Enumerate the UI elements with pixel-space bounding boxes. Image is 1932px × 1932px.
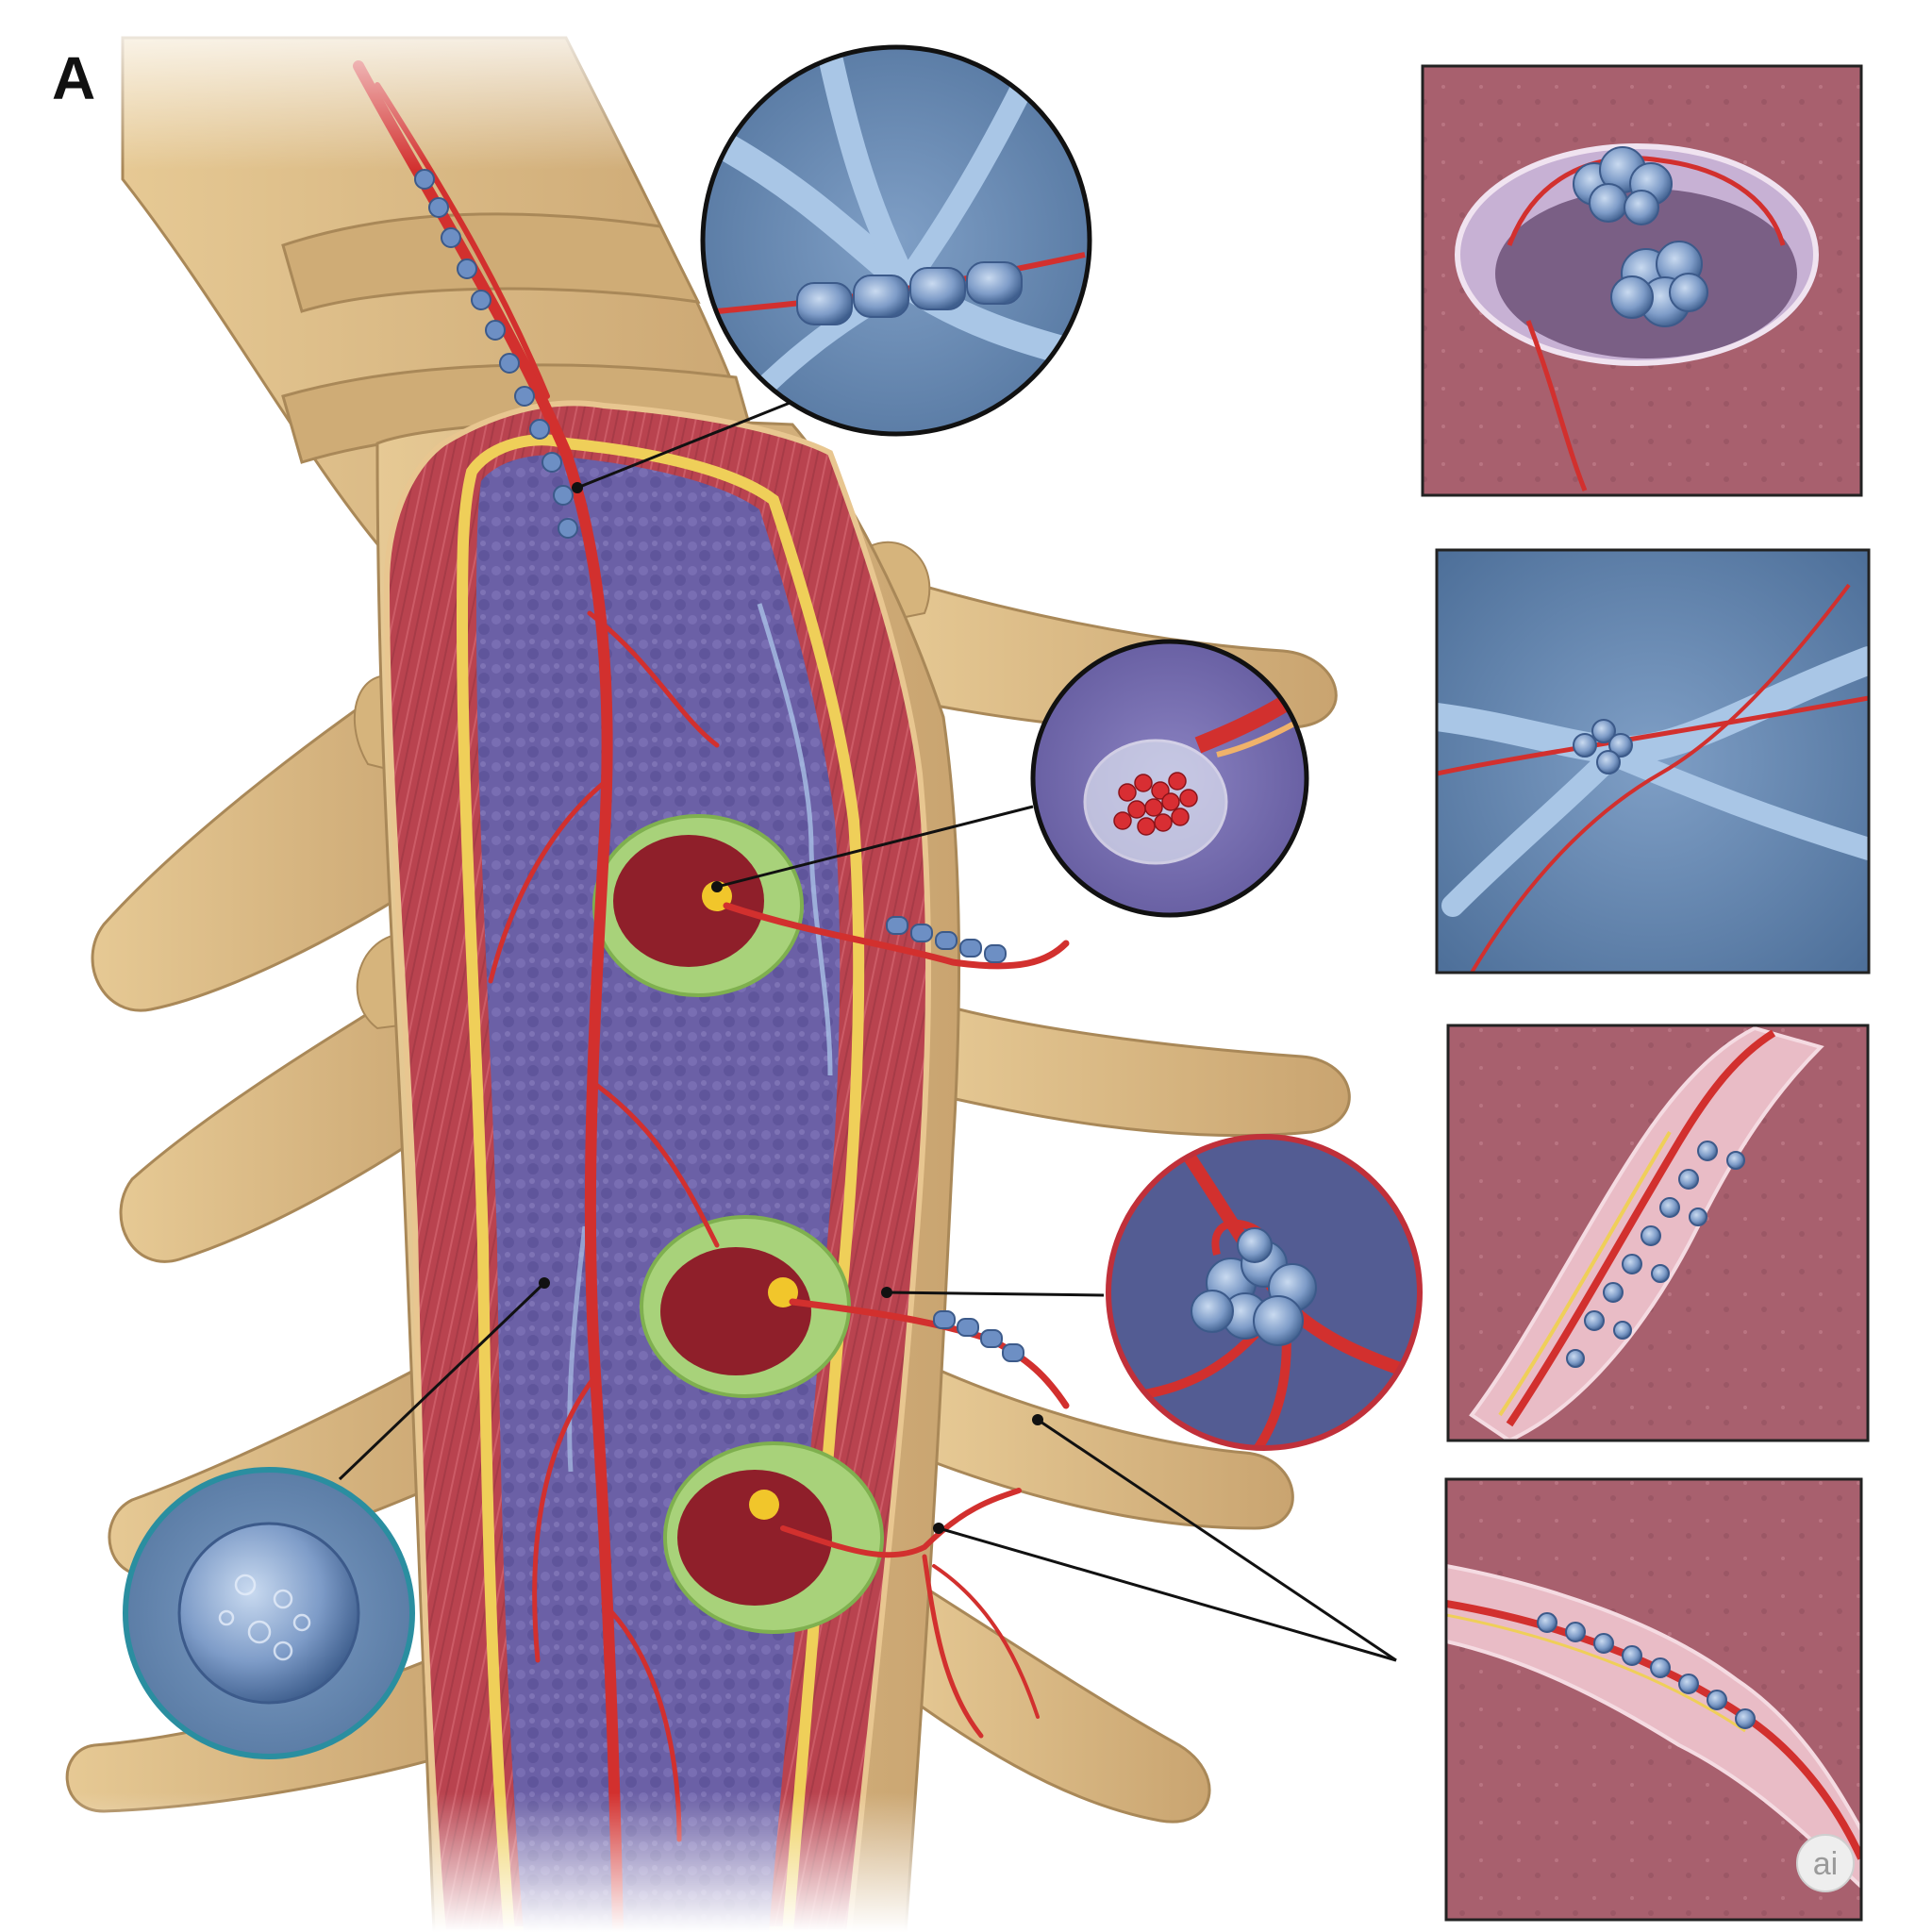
process-left-2 [119,959,483,1263]
vessel-branch-2 [488,780,607,984]
vessel-branch-1 [587,610,720,748]
callout-5a [938,1526,1397,1662]
fiber-right [757,603,833,1076]
vessels [353,60,1070,1932]
vessel-branch-3 [593,1082,720,1248]
inset-circle-2 [1030,639,1309,918]
lesion-3 [663,1441,884,1634]
marrow-core [476,455,841,1932]
vessel-lesion-3c [932,1564,1040,1719]
vessel-lesion-3 [780,1488,1022,1558]
panel-label: A [52,44,95,112]
inset-square-4 [1444,1477,1863,1922]
callout-2 [716,805,1034,889]
inset-square-2 [1435,548,1871,974]
callout-3 [886,1291,1105,1297]
cell-chain-top [414,169,578,539]
inset-circle-3 [1106,1134,1423,1451]
vertebra-ring-1 [281,212,701,313]
lesion-1 [592,814,804,997]
process-right-3 [932,1365,1294,1530]
cell-chains [414,169,1024,1362]
vessel-lesion-1 [723,902,1070,970]
fiber-left [567,1225,588,1473]
inset-square-3 [1446,1024,1870,1442]
process-right-2 [923,997,1351,1138]
watermark: ai [1796,1834,1855,1892]
vessel-main [353,60,624,1932]
vessel-lesion-2 [789,1298,1070,1409]
watermark-text: ai [1813,1846,1838,1882]
callout-4 [338,1281,546,1481]
cutaway [383,400,932,1932]
callout-dots [539,482,1043,1534]
fade-bottom [0,1792,1000,1932]
inset-circle-4 [123,1467,415,1759]
inset-square-1 [1421,64,1863,497]
vessel-branch-4 [532,1374,597,1663]
callout-5b [1037,1418,1397,1662]
cell-chain-lesion-1 [886,916,1007,963]
cell-chain-lesion-2 [933,1310,1024,1362]
vessel-lesion-3b [922,1554,984,1739]
fade-top [0,0,717,170]
inset-circle-1 [700,44,1092,437]
process-right-4 [894,1573,1211,1824]
